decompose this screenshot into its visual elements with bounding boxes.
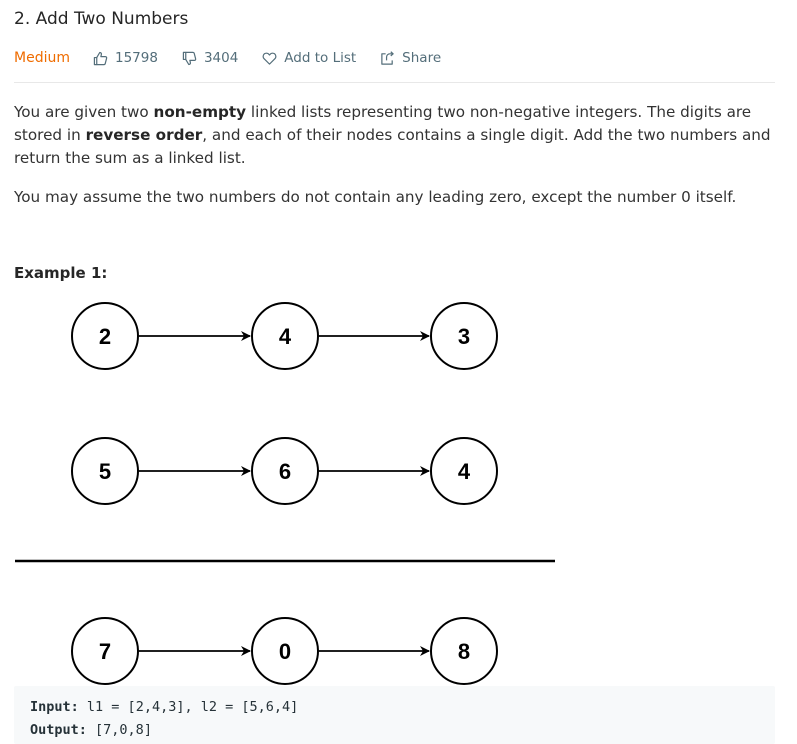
add-to-list-button[interactable]: Add to List — [262, 50, 356, 66]
share-label: Share — [402, 50, 442, 66]
svg-text:8: 8 — [458, 639, 470, 664]
example-heading: Example 1: — [14, 264, 108, 282]
list2-node-1: 5 — [71, 437, 139, 505]
output-label: Output: — [30, 722, 87, 738]
thumbs-up-icon — [93, 51, 108, 65]
thumbs-down-icon — [182, 51, 197, 65]
problem-description: You are given two non-empty linked lists… — [14, 101, 776, 209]
example-input-line: Input: l1 = [2,4,3], l2 = [5,6,4] — [30, 699, 298, 715]
list2-node-3: 4 — [430, 437, 498, 505]
example-output-line: Output: [7,0,8] — [30, 722, 152, 738]
example-code-block: Input: l1 = [2,4,3], l2 = [5,6,4] Output… — [14, 686, 775, 744]
like-count: 15798 — [114, 50, 158, 66]
add-to-list-label: Add to List — [284, 50, 357, 66]
result-node-3: 8 — [430, 617, 498, 685]
dislike-count: 3404 — [203, 50, 239, 66]
svg-text:2: 2 — [99, 324, 111, 349]
problem-meta-bar: Medium 15798 3404 Add to List Share — [14, 48, 465, 68]
description-paragraph-1: You are given two non-empty linked lists… — [14, 103, 771, 167]
output-value: [7,0,8] — [95, 722, 152, 738]
svg-text:0: 0 — [279, 639, 291, 664]
share-icon — [381, 50, 394, 65]
like-button[interactable]: 15798 — [93, 50, 158, 66]
svg-text:3: 3 — [458, 324, 470, 349]
svg-text:7: 7 — [99, 639, 111, 664]
list1-node-1: 2 — [71, 302, 139, 370]
heart-icon — [262, 52, 277, 65]
input-value: l1 = [2,4,3], l2 = [5,6,4] — [86, 699, 299, 715]
dislike-button[interactable]: 3404 — [182, 50, 238, 66]
input-label: Input: — [30, 699, 79, 715]
list2-node-2: 6 — [251, 437, 319, 505]
result-node-2: 0 — [251, 617, 319, 685]
problem-title: 2. Add Two Numbers — [14, 9, 189, 29]
svg-text:5: 5 — [99, 459, 111, 484]
difficulty-label: Medium — [14, 50, 70, 66]
share-button[interactable]: Share — [380, 50, 441, 66]
list1-node-3: 3 — [430, 302, 498, 370]
svg-text:4: 4 — [458, 459, 471, 484]
header-divider — [14, 82, 775, 83]
list1-node-2: 4 — [251, 302, 319, 370]
linked-list-diagram: 2 4 3 5 6 4 7 0 8 — [15, 302, 555, 685]
description-paragraph-2: You may assume the two numbers do not co… — [14, 188, 737, 206]
svg-text:6: 6 — [279, 459, 291, 484]
svg-text:4: 4 — [279, 324, 292, 349]
result-node-1: 7 — [71, 617, 139, 685]
